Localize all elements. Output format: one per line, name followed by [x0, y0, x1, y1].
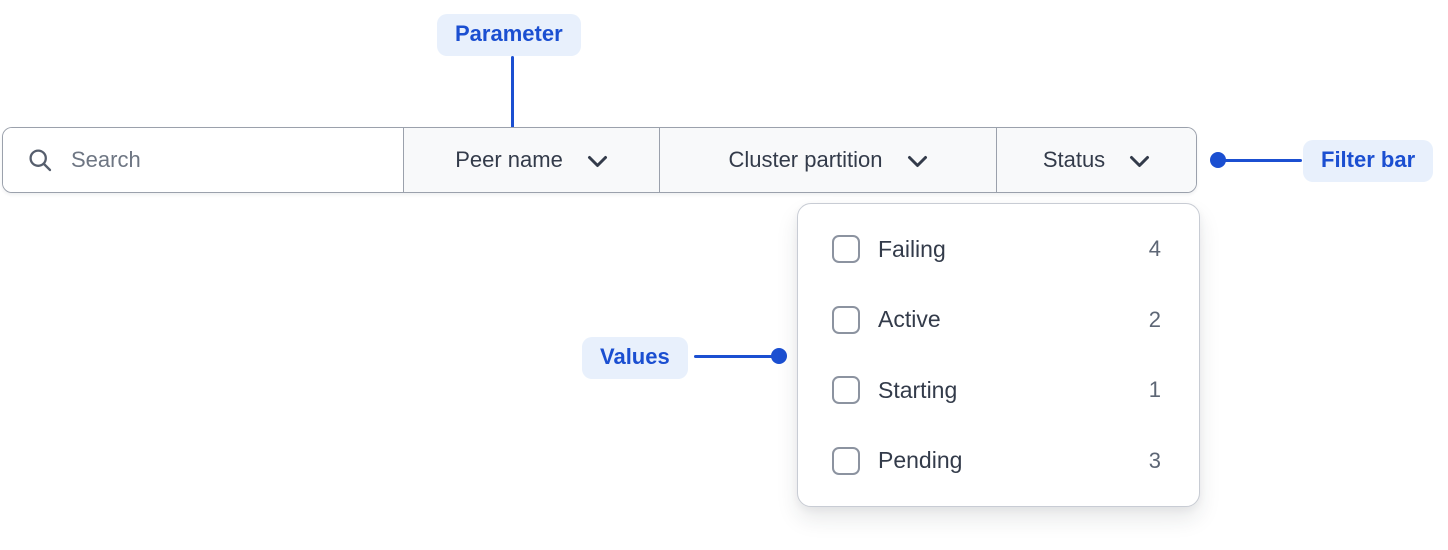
dropdown-cluster-partition[interactable]: Cluster partition — [659, 128, 996, 192]
dropdown-peer-name[interactable]: Peer name — [403, 128, 659, 192]
chevron-down-icon — [907, 155, 928, 168]
chevron-down-icon — [1129, 155, 1150, 168]
status-option-starting[interactable]: Starting 1 — [832, 355, 1161, 426]
parameter-annotation-badge: Parameter — [437, 14, 581, 56]
dropdown-status-label: Status — [1042, 147, 1106, 172]
search-input[interactable] — [71, 147, 393, 173]
status-option-label: Failing — [878, 235, 946, 262]
status-option-count: 4 — [1148, 236, 1161, 262]
status-option-failing[interactable]: Failing 4 — [832, 214, 1161, 285]
dropdown-peer-name-label: Peer name — [455, 147, 563, 172]
filter-bar-callout-line — [1220, 159, 1302, 162]
values-callout-line — [694, 355, 774, 358]
search-field — [3, 128, 403, 192]
values-callout-dot — [771, 348, 787, 364]
checkbox-active-unchecked[interactable] — [832, 305, 860, 334]
status-option-active[interactable]: Active 2 — [832, 285, 1161, 356]
status-option-label: Pending — [878, 447, 963, 474]
status-option-count: 2 — [1148, 306, 1161, 332]
parameter-callout-line — [511, 56, 514, 142]
values-annotation-badge: Values — [582, 337, 688, 379]
status-option-count: 3 — [1148, 447, 1161, 473]
dropdown-status[interactable]: Status — [996, 128, 1196, 192]
search-icon — [27, 147, 53, 173]
checkbox-starting-unchecked[interactable] — [832, 376, 860, 405]
dropdown-cluster-partition-label: Cluster partition — [728, 147, 883, 172]
chevron-down-icon — [587, 155, 608, 168]
filter-bar-callout-dot — [1210, 152, 1226, 168]
status-option-label: Active — [878, 306, 941, 333]
checkbox-failing-unchecked[interactable] — [832, 235, 860, 264]
filter-bar: Peer name Cluster partition Status — [2, 127, 1197, 193]
checkbox-pending-unchecked[interactable] — [832, 446, 860, 475]
filter-bar-annotation-badge: Filter bar — [1303, 140, 1434, 182]
status-option-pending[interactable]: Pending 3 — [832, 426, 1161, 497]
status-option-label: Starting — [878, 376, 958, 403]
status-option-count: 1 — [1148, 377, 1161, 403]
status-dropdown-panel: Failing 4 Active 2 Starting 1 Pending 3 — [797, 203, 1200, 507]
